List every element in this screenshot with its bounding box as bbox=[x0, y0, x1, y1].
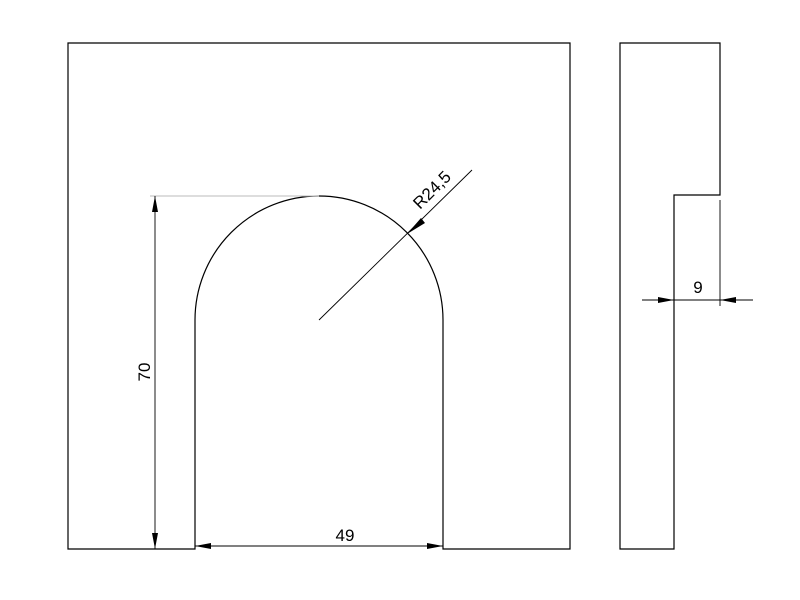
width-dimension-label: 49 bbox=[336, 526, 355, 545]
step-dimension-label: 9 bbox=[693, 278, 702, 297]
front-view: 70 49 R24,5 bbox=[67, 42, 571, 550]
radius-arrow-icon bbox=[407, 218, 425, 234]
arrow-down-icon bbox=[152, 533, 158, 549]
arrow-right-icon bbox=[658, 297, 674, 303]
side-view: 9 bbox=[619, 42, 753, 550]
front-view-outline bbox=[67, 42, 571, 550]
side-view-outline bbox=[619, 42, 721, 550]
arrow-left-icon bbox=[720, 297, 736, 303]
radius-leader-line bbox=[318, 169, 473, 321]
radius-dimension-label: R24,5 bbox=[409, 167, 455, 213]
arrow-left-icon bbox=[195, 543, 211, 549]
height-dimension-label: 70 bbox=[135, 363, 154, 382]
arrow-right-icon bbox=[427, 543, 443, 549]
arrow-up-icon bbox=[152, 196, 158, 212]
